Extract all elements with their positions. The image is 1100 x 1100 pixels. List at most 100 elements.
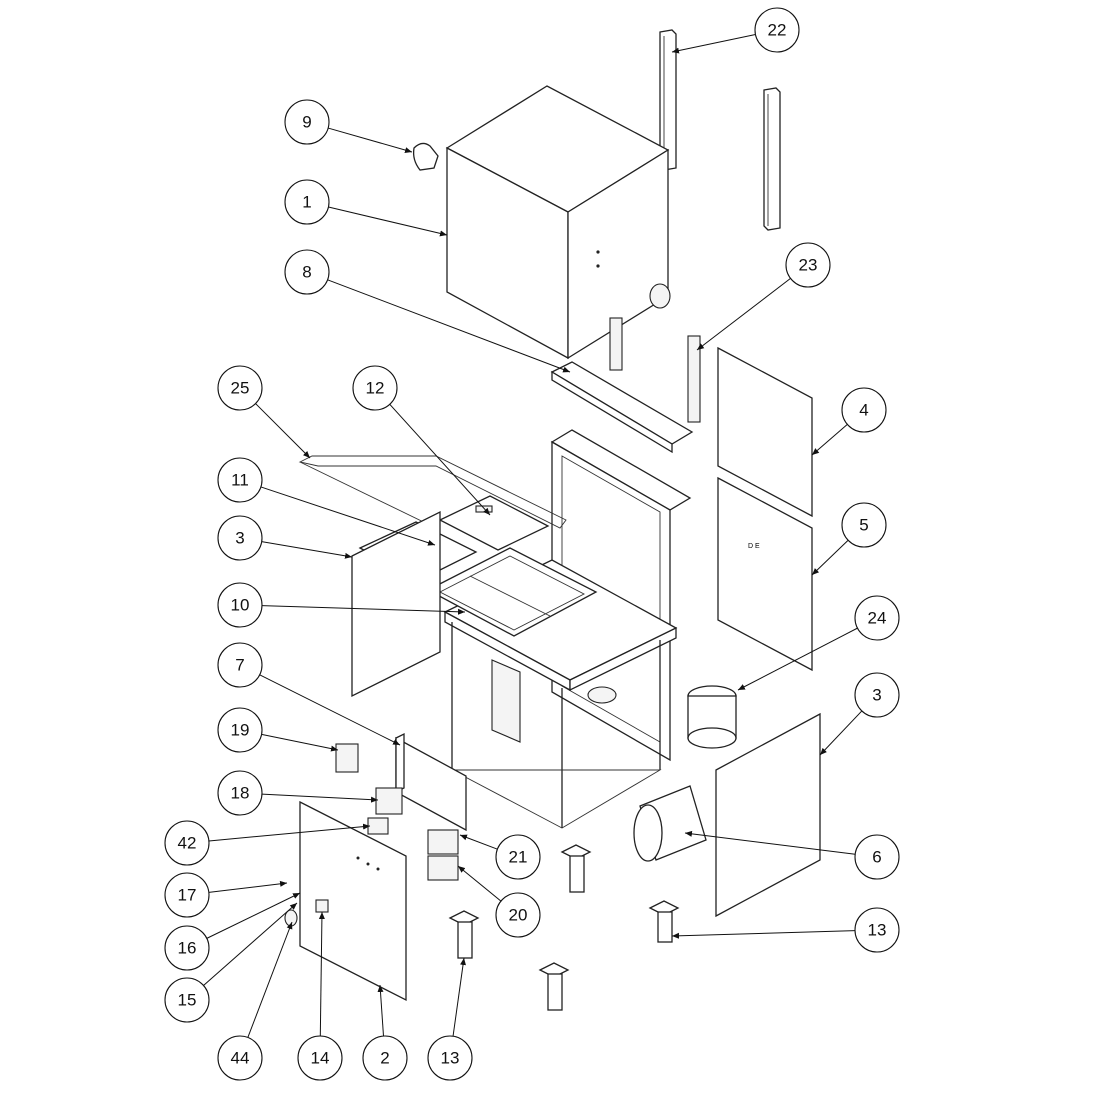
balloon-label: 1 [302, 193, 311, 212]
callout-3: 3 [819, 672, 900, 756]
part-7-bracket [395, 732, 467, 832]
callout-5: 5 [811, 502, 887, 576]
callout-1: 1 [284, 179, 448, 237]
callout-14: 14 [297, 911, 343, 1081]
leader-line [208, 880, 288, 893]
callout-25: 25 [217, 365, 311, 459]
part-23-springs [609, 317, 701, 423]
balloon-circle [164, 925, 210, 971]
balloon-circle [854, 834, 900, 880]
balloon-label: 7 [235, 656, 244, 675]
balloon-circle [841, 387, 887, 433]
balloon-circle [284, 249, 330, 295]
part-4-panel [717, 346, 813, 518]
part-8-cover-strip [550, 361, 694, 454]
balloon-label: 23 [799, 256, 818, 275]
part-25-handle [298, 455, 567, 531]
balloon-label: 13 [441, 1049, 460, 1068]
balloon-label: 3 [872, 686, 881, 705]
balloon-circle [352, 365, 398, 411]
callout-4: 4 [811, 387, 887, 456]
leader-line [696, 277, 791, 351]
balloon-label: 42 [178, 834, 197, 853]
callout-18: 18 [217, 770, 379, 816]
callout-19: 19 [217, 707, 339, 753]
balloon-circle [427, 1035, 473, 1081]
part-20-component [427, 855, 459, 881]
part-42-component [367, 817, 389, 835]
callout-20: 20 [457, 865, 541, 938]
leader-line [255, 403, 311, 459]
balloon-label: 16 [178, 939, 197, 958]
balloon-label: 12 [366, 379, 385, 398]
part-24-pump [687, 685, 737, 749]
part-22-rails [659, 29, 781, 231]
leader-line [206, 892, 301, 939]
callout-6: 6 [684, 830, 900, 880]
leader-line [389, 403, 491, 516]
callout-12: 12 [352, 365, 491, 516]
leader-line [328, 127, 413, 153]
balloon-circle [217, 1035, 263, 1081]
balloon-label: 5 [859, 516, 868, 535]
balloon-label: 11 [231, 471, 249, 490]
balloon-circle [495, 892, 541, 938]
leader-line [203, 902, 298, 986]
leader-line [671, 930, 856, 939]
balloon-circle [217, 582, 263, 628]
balloon-label: 17 [178, 886, 197, 905]
balloon-label: 21 [509, 848, 528, 867]
balloon-label: 15 [178, 991, 197, 1010]
balloon-circle [217, 707, 263, 753]
leader-line [452, 957, 467, 1037]
balloon-label: 9 [302, 113, 311, 132]
leader-line [261, 541, 353, 559]
balloon-label: 20 [509, 906, 528, 925]
balloon-label: 4 [859, 401, 868, 420]
balloon-label: 14 [311, 1049, 330, 1068]
balloon-label: 2 [380, 1049, 389, 1068]
callout-24: 24 [737, 595, 900, 691]
callout-2: 2 [362, 984, 408, 1081]
callout-3: 3 [217, 515, 353, 561]
balloon-label: 44 [231, 1049, 250, 1068]
callout-44: 44 [217, 921, 293, 1081]
balloon-circle [164, 872, 210, 918]
callout-10: 10 [217, 582, 466, 628]
balloon-label: 22 [768, 21, 787, 40]
balloon-circle [284, 99, 330, 145]
leader-line [457, 865, 502, 902]
part-18-component [375, 787, 403, 815]
balloon-circle [217, 770, 263, 816]
leader-line [819, 710, 863, 756]
part-21-component [427, 829, 459, 855]
balloon-label: 10 [231, 596, 250, 615]
leader-line [671, 34, 756, 54]
balloon-circle [495, 834, 541, 880]
leader-line [684, 830, 856, 855]
balloon-circle [854, 672, 900, 718]
callout-11: 11 [217, 457, 436, 546]
leader-line [811, 424, 848, 456]
leader-line [260, 486, 436, 546]
balloon-circle [854, 595, 900, 641]
callout-17: 17 [164, 872, 288, 918]
balloon-circle [362, 1035, 408, 1081]
part-13-feet [448, 844, 680, 1011]
svg-text:D E: D E [748, 543, 760, 550]
leader-line [261, 793, 379, 803]
leader-line [259, 674, 401, 746]
part-2-door [284, 800, 407, 1002]
leader-line [327, 279, 571, 373]
balloon-label: 24 [868, 609, 887, 628]
balloon-circle [217, 642, 263, 688]
part-3-right-panel [715, 712, 821, 918]
part-1-hood [445, 85, 671, 360]
callout-42: 42 [164, 820, 371, 866]
balloon-label: 13 [868, 921, 887, 940]
callout-8: 8 [284, 249, 571, 373]
balloon-label: 8 [302, 263, 311, 282]
